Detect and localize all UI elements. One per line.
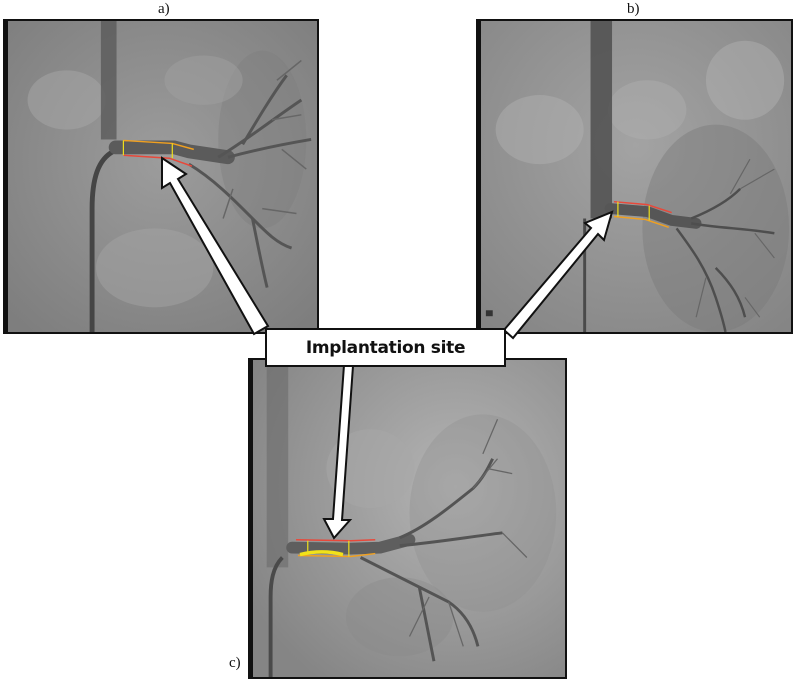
angiogram-panel-a [3, 19, 319, 334]
panel-label-b: b) [627, 1, 640, 17]
angiogram-panel-b [476, 19, 793, 334]
implantation-site-callout: Implantation site [265, 328, 506, 367]
angiogram-image-c [253, 360, 565, 677]
angiogram-image-a [8, 21, 317, 332]
panel-label-c: c) [229, 655, 241, 671]
angiogram-panel-c [248, 358, 567, 679]
callout-text: Implantation site [305, 337, 466, 358]
panel-label-a: a) [158, 1, 170, 17]
angiogram-image-b [481, 21, 791, 332]
